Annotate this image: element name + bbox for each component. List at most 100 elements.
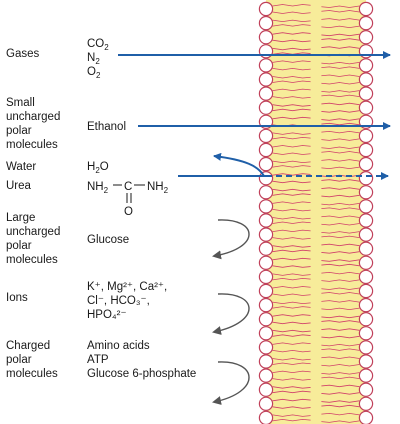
- lipid-tail: [272, 80, 311, 83]
- phospholipid-head: [358, 213, 374, 228]
- lipid-bilayer: [258, 0, 374, 424]
- phospholipid-head: [358, 185, 374, 200]
- lipid-tail: [272, 116, 311, 120]
- glucose-rebound-arrow: [212, 219, 250, 260]
- lipid-tail: [272, 39, 311, 43]
- lipid-tail: [272, 286, 311, 289]
- lipid-tail: [321, 300, 360, 303]
- lipid-tail: [272, 273, 311, 276]
- category-charged-polar: Charged polar molecules Amino acids ATP …: [6, 340, 250, 405]
- water-rebound-arrow: [213, 152, 265, 177]
- hydrophobic-core: [266, 0, 366, 424]
- lipid-tail: [321, 207, 360, 210]
- lipid-tail: [272, 136, 311, 140]
- lipid-tail: [272, 229, 311, 233]
- lipid-tail: [272, 217, 311, 220]
- lipid-tail: [272, 188, 311, 192]
- lipid-tail: [321, 202, 360, 206]
- lipid-tail: [272, 362, 311, 365]
- lipid-tail: [272, 201, 311, 204]
- lipid-tail: [321, 400, 360, 403]
- charged-rebound-arrow: [212, 361, 250, 405]
- phospholipid-head: [258, 312, 274, 327]
- category-label-polar-2: polar: [6, 240, 32, 252]
- lipid-tail: [272, 104, 311, 107]
- category-label-gases: Gases: [6, 48, 39, 60]
- lipid-tail: [321, 307, 360, 311]
- lipid-tail: [272, 60, 311, 63]
- lipid-tail: [272, 173, 311, 176]
- lipid-tail: [321, 412, 360, 416]
- phospholipid-head: [358, 100, 374, 115]
- lipid-tail: [272, 165, 311, 168]
- phospholipid-head: [258, 86, 274, 101]
- lipid-tail: [272, 314, 311, 317]
- phospholipid-head: [358, 354, 374, 369]
- lipid-tail: [272, 306, 311, 309]
- phospholipid-head: [258, 410, 274, 424]
- lipid-tail: [321, 130, 360, 134]
- phospholipid-head: [358, 227, 374, 242]
- category-label-molecules-2: molecules: [6, 254, 58, 266]
- lipid-tail: [321, 279, 360, 282]
- molecule-co2: CO2: [87, 38, 109, 52]
- phospholipid-head: [358, 340, 374, 355]
- lipid-tail: [321, 392, 360, 395]
- phospholipid-head: [258, 199, 274, 214]
- phospholipid-head: [258, 30, 274, 45]
- lipid-tail: [272, 386, 311, 389]
- urea-structure: NH2 C NH2 O: [87, 181, 169, 218]
- phospholipid-head: [358, 170, 374, 186]
- category-label-urea: Urea: [6, 180, 32, 192]
- lipid-tail: [272, 249, 311, 253]
- phospholipid-head: [358, 15, 374, 31]
- lipid-tail: [272, 398, 311, 402]
- phospholipid-head: [258, 382, 274, 397]
- phospholipid-head: [358, 1, 374, 17]
- lipid-tail: [272, 108, 311, 112]
- lipid-tail: [321, 420, 360, 423]
- lipid-tail: [272, 180, 311, 184]
- lipid-tail: [272, 160, 311, 164]
- phospholipid-head: [258, 297, 274, 313]
- phospholipid-head: [258, 128, 274, 144]
- lipid-tail: [272, 418, 311, 422]
- phospholipid-head: [358, 142, 374, 158]
- lipid-tail: [321, 315, 360, 319]
- lipid-tail: [272, 47, 311, 51]
- phospholipid-head: [258, 72, 274, 87]
- phospholipid-head: [358, 326, 374, 341]
- phospholipid-head: [358, 368, 374, 383]
- lipid-tail: [272, 342, 311, 345]
- lipid-tail: [321, 118, 360, 121]
- lipid-tail: [272, 221, 311, 224]
- lipid-tail: [272, 67, 311, 71]
- phospholipid-head: [358, 269, 374, 285]
- category-label-molecules: molecules: [6, 139, 58, 151]
- phospholipid-head: [258, 354, 274, 369]
- lipid-tail: [321, 231, 360, 234]
- molecule-glucose: Glucose: [87, 234, 129, 246]
- lipid-tail: [272, 358, 311, 361]
- ion-line-1: K⁺, Mg²⁺, Ca²⁺,: [87, 281, 167, 293]
- lipid-tail: [272, 96, 311, 99]
- lipid-tail: [321, 292, 360, 295]
- lipid-tail: [321, 110, 360, 113]
- lipid-tail: [321, 376, 360, 380]
- lipid-tail: [272, 245, 311, 248]
- lipid-tail: [321, 33, 360, 37]
- lipid-tail: [321, 343, 360, 347]
- lipid-tail: [272, 257, 311, 261]
- molecule-water: H2O: [87, 161, 109, 175]
- lipid-tail: [321, 348, 360, 351]
- urea-nh2-right: NH2: [147, 181, 169, 195]
- category-gases: Gases CO2 N2 O2: [6, 38, 391, 80]
- lipid-tail: [321, 138, 360, 141]
- lipid-tail: [321, 166, 360, 170]
- category-label-polar: polar: [6, 125, 32, 137]
- category-label-water: Water: [6, 161, 36, 173]
- lipid-tail: [321, 179, 360, 182]
- phospholipid-head: [358, 72, 374, 87]
- molecule-glucose-6-phosphate: Glucose 6-phosphate: [87, 368, 196, 380]
